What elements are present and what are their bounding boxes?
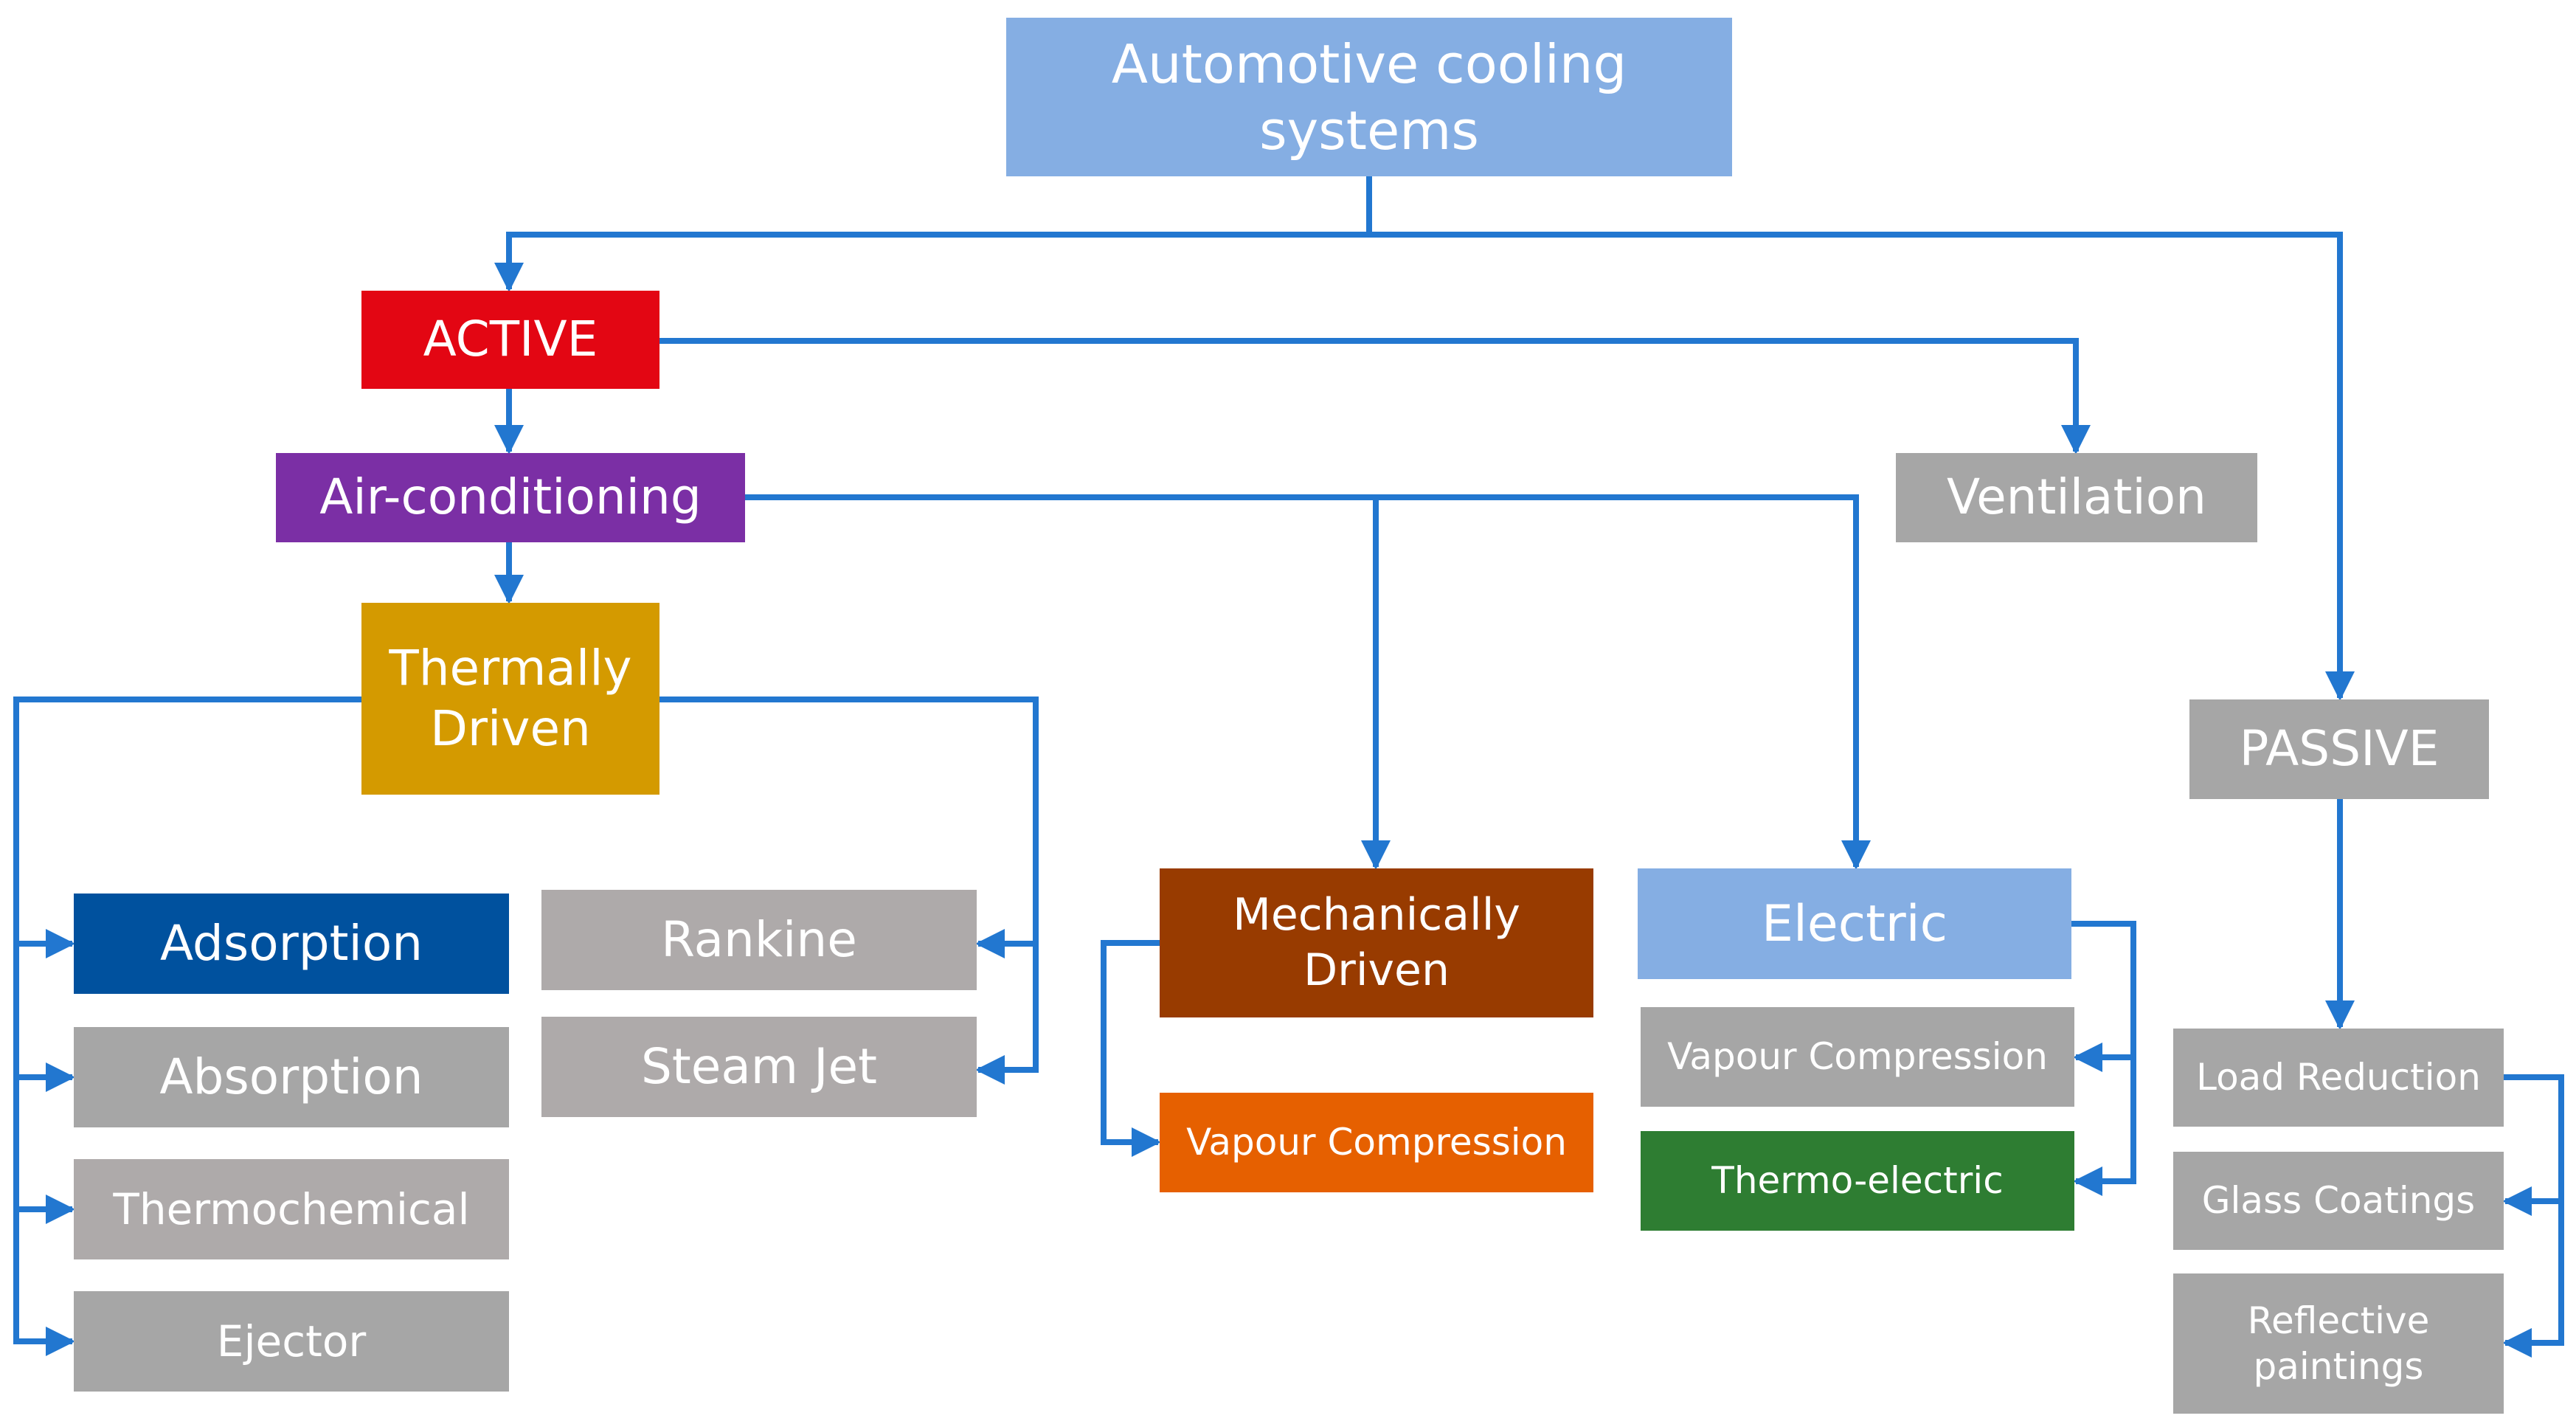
edge-thermally-absorption [13, 944, 75, 1092]
node-glass-coatings: Glass Coatings [2173, 1152, 2504, 1250]
edge-load-glass-coatings [2502, 1074, 2564, 1216]
node-label: Glass Coatings [2201, 1179, 2476, 1223]
node-label: Steam Jet [640, 1037, 878, 1095]
edge-active-ventilation [659, 338, 2091, 454]
edge-root-passive [1369, 232, 2355, 701]
node-passive: PASSIVE [2189, 699, 2489, 799]
edge-ac-electric [1376, 494, 1871, 870]
edge-electric-vapour-compression [2071, 921, 2136, 1072]
node-mech-vapour-compression: Vapour Compression [1160, 1093, 1593, 1192]
node-label-line: Automotive cooling [1111, 32, 1627, 95]
node-steam-jet: Steam Jet [541, 1017, 977, 1117]
edge-mech-vapour-compression [1101, 940, 1161, 1157]
edge-thermally-thermochemical [13, 1077, 75, 1224]
node-rankine: Rankine [541, 890, 977, 990]
node-load-reduction: Load Reduction [2173, 1029, 2504, 1127]
node-ventilation: Ventilation [1896, 453, 2257, 542]
node-adsorption: Adsorption [74, 894, 509, 994]
node-label: Ventilation [1947, 469, 2206, 526]
node-ejector: Ejector [74, 1291, 509, 1392]
node-label: Absorption [159, 1048, 423, 1105]
node-label: ACTIVE [423, 311, 598, 368]
node-label: Thermo-electric [1711, 1159, 2004, 1203]
node-elec-vapour-compression: Vapour Compression [1641, 1007, 2074, 1107]
edge-thermally-ejector [13, 1209, 75, 1356]
node-label: Rankine [661, 910, 857, 968]
edge-electric-thermo-electric [2073, 1057, 2136, 1196]
node-label: Ejector [216, 1316, 367, 1366]
node-label: Thermochemical [113, 1183, 470, 1234]
node-thermo-electric: Thermo-electric [1641, 1131, 2074, 1231]
edge-load-reflective-paintings [2502, 1201, 2564, 1358]
node-active: ACTIVE [361, 291, 659, 389]
edge-thermally-steam-jet [975, 944, 1039, 1085]
node-label-line: Reflective [2247, 1299, 2430, 1342]
node-label: Load Reduction [2196, 1056, 2481, 1099]
node-label-line: Driven [430, 700, 591, 757]
node-absorption: Absorption [74, 1027, 509, 1127]
node-label: Vapour Compression [1667, 1035, 2048, 1079]
node-label-line: Driven [1303, 944, 1450, 996]
node-thermochemical: Thermochemical [74, 1159, 509, 1259]
edge-thermally-rankine [659, 697, 1039, 958]
node-label: Electric [1762, 894, 1947, 953]
node-electric: Electric [1638, 868, 2071, 979]
edge-root-active [494, 176, 1372, 292]
node-label-line: Mechanically [1233, 889, 1520, 941]
node-label: Vapour Compression [1186, 1121, 1567, 1164]
node-label-line: Thermally [389, 639, 632, 697]
node-label: Air-conditioning [319, 469, 702, 526]
node-label-line: systems [1259, 99, 1479, 162]
edge-ac-mechanically-driven [745, 494, 1391, 870]
node-label-line: paintings [2253, 1345, 2424, 1388]
node-label: Adsorption [159, 914, 423, 972]
edge-thermally-adsorption [13, 697, 361, 958]
node-air-conditioning: Air-conditioning [276, 453, 745, 542]
node-label: PASSIVE [2239, 720, 2440, 778]
